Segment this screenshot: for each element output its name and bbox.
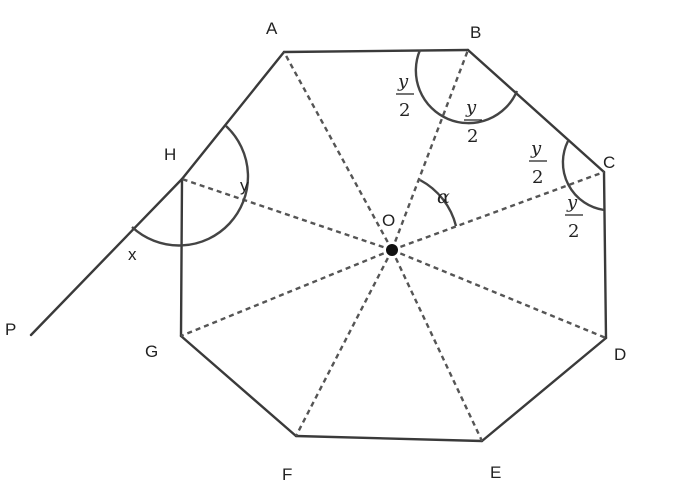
vertex-label-e: E <box>490 463 501 482</box>
edge-cd <box>602 170 608 340</box>
spoke-oh <box>181 177 393 252</box>
vertex-label-f: F <box>282 465 292 484</box>
half-angle-label-1: y 2 <box>396 71 414 121</box>
center-point <box>386 244 398 256</box>
half-angle-label-4: y 2 <box>565 192 583 242</box>
half-angle-label-2: y 2 <box>464 97 482 147</box>
edge-fg <box>179 334 298 438</box>
point-label-p: P <box>5 320 16 339</box>
frac-numerator: y <box>530 138 542 159</box>
frac-denominator: 2 <box>532 167 543 188</box>
edge-ab <box>282 48 470 54</box>
angle-arc-at-c <box>561 140 605 212</box>
angle-label-y: y <box>240 176 249 195</box>
edge-bc <box>466 48 606 174</box>
half-angle-label-3: y 2 <box>529 138 547 188</box>
frac-numerator: y <box>566 192 578 213</box>
extension-line-hp <box>29 177 184 337</box>
angle-label-alpha: α <box>437 186 450 208</box>
frac-denominator: 2 <box>467 126 478 147</box>
spoke-oa <box>282 51 394 251</box>
angle-arc-alpha <box>419 178 458 227</box>
center-label-o: O <box>382 211 395 230</box>
vertex-label-c: C <box>603 153 615 172</box>
vertex-label-a: A <box>266 19 278 38</box>
edge-de <box>480 336 608 443</box>
spoke-od <box>391 248 607 340</box>
edge-ef <box>294 434 484 443</box>
angle-arc-at-b <box>414 49 519 125</box>
spoke-oe <box>390 249 484 442</box>
angle-label-x: x <box>128 245 137 264</box>
angle-arc-at-h <box>131 125 250 247</box>
frac-denominator: 2 <box>568 221 579 242</box>
frac-numerator: y <box>397 71 409 92</box>
center-spokes <box>180 49 607 442</box>
octagon-edges <box>179 48 608 443</box>
edge-gh <box>179 177 184 338</box>
edge-ha <box>180 50 286 181</box>
spoke-oc <box>391 170 605 252</box>
frac-denominator: 2 <box>399 100 410 121</box>
vertex-label-d: D <box>614 345 626 364</box>
frac-numerator: y <box>465 97 477 118</box>
spoke-og <box>180 248 393 338</box>
vertex-label-h: H <box>164 145 176 164</box>
spoke-of <box>294 249 394 437</box>
vertex-label-g: G <box>145 342 158 361</box>
vertex-label-b: B <box>470 23 481 42</box>
